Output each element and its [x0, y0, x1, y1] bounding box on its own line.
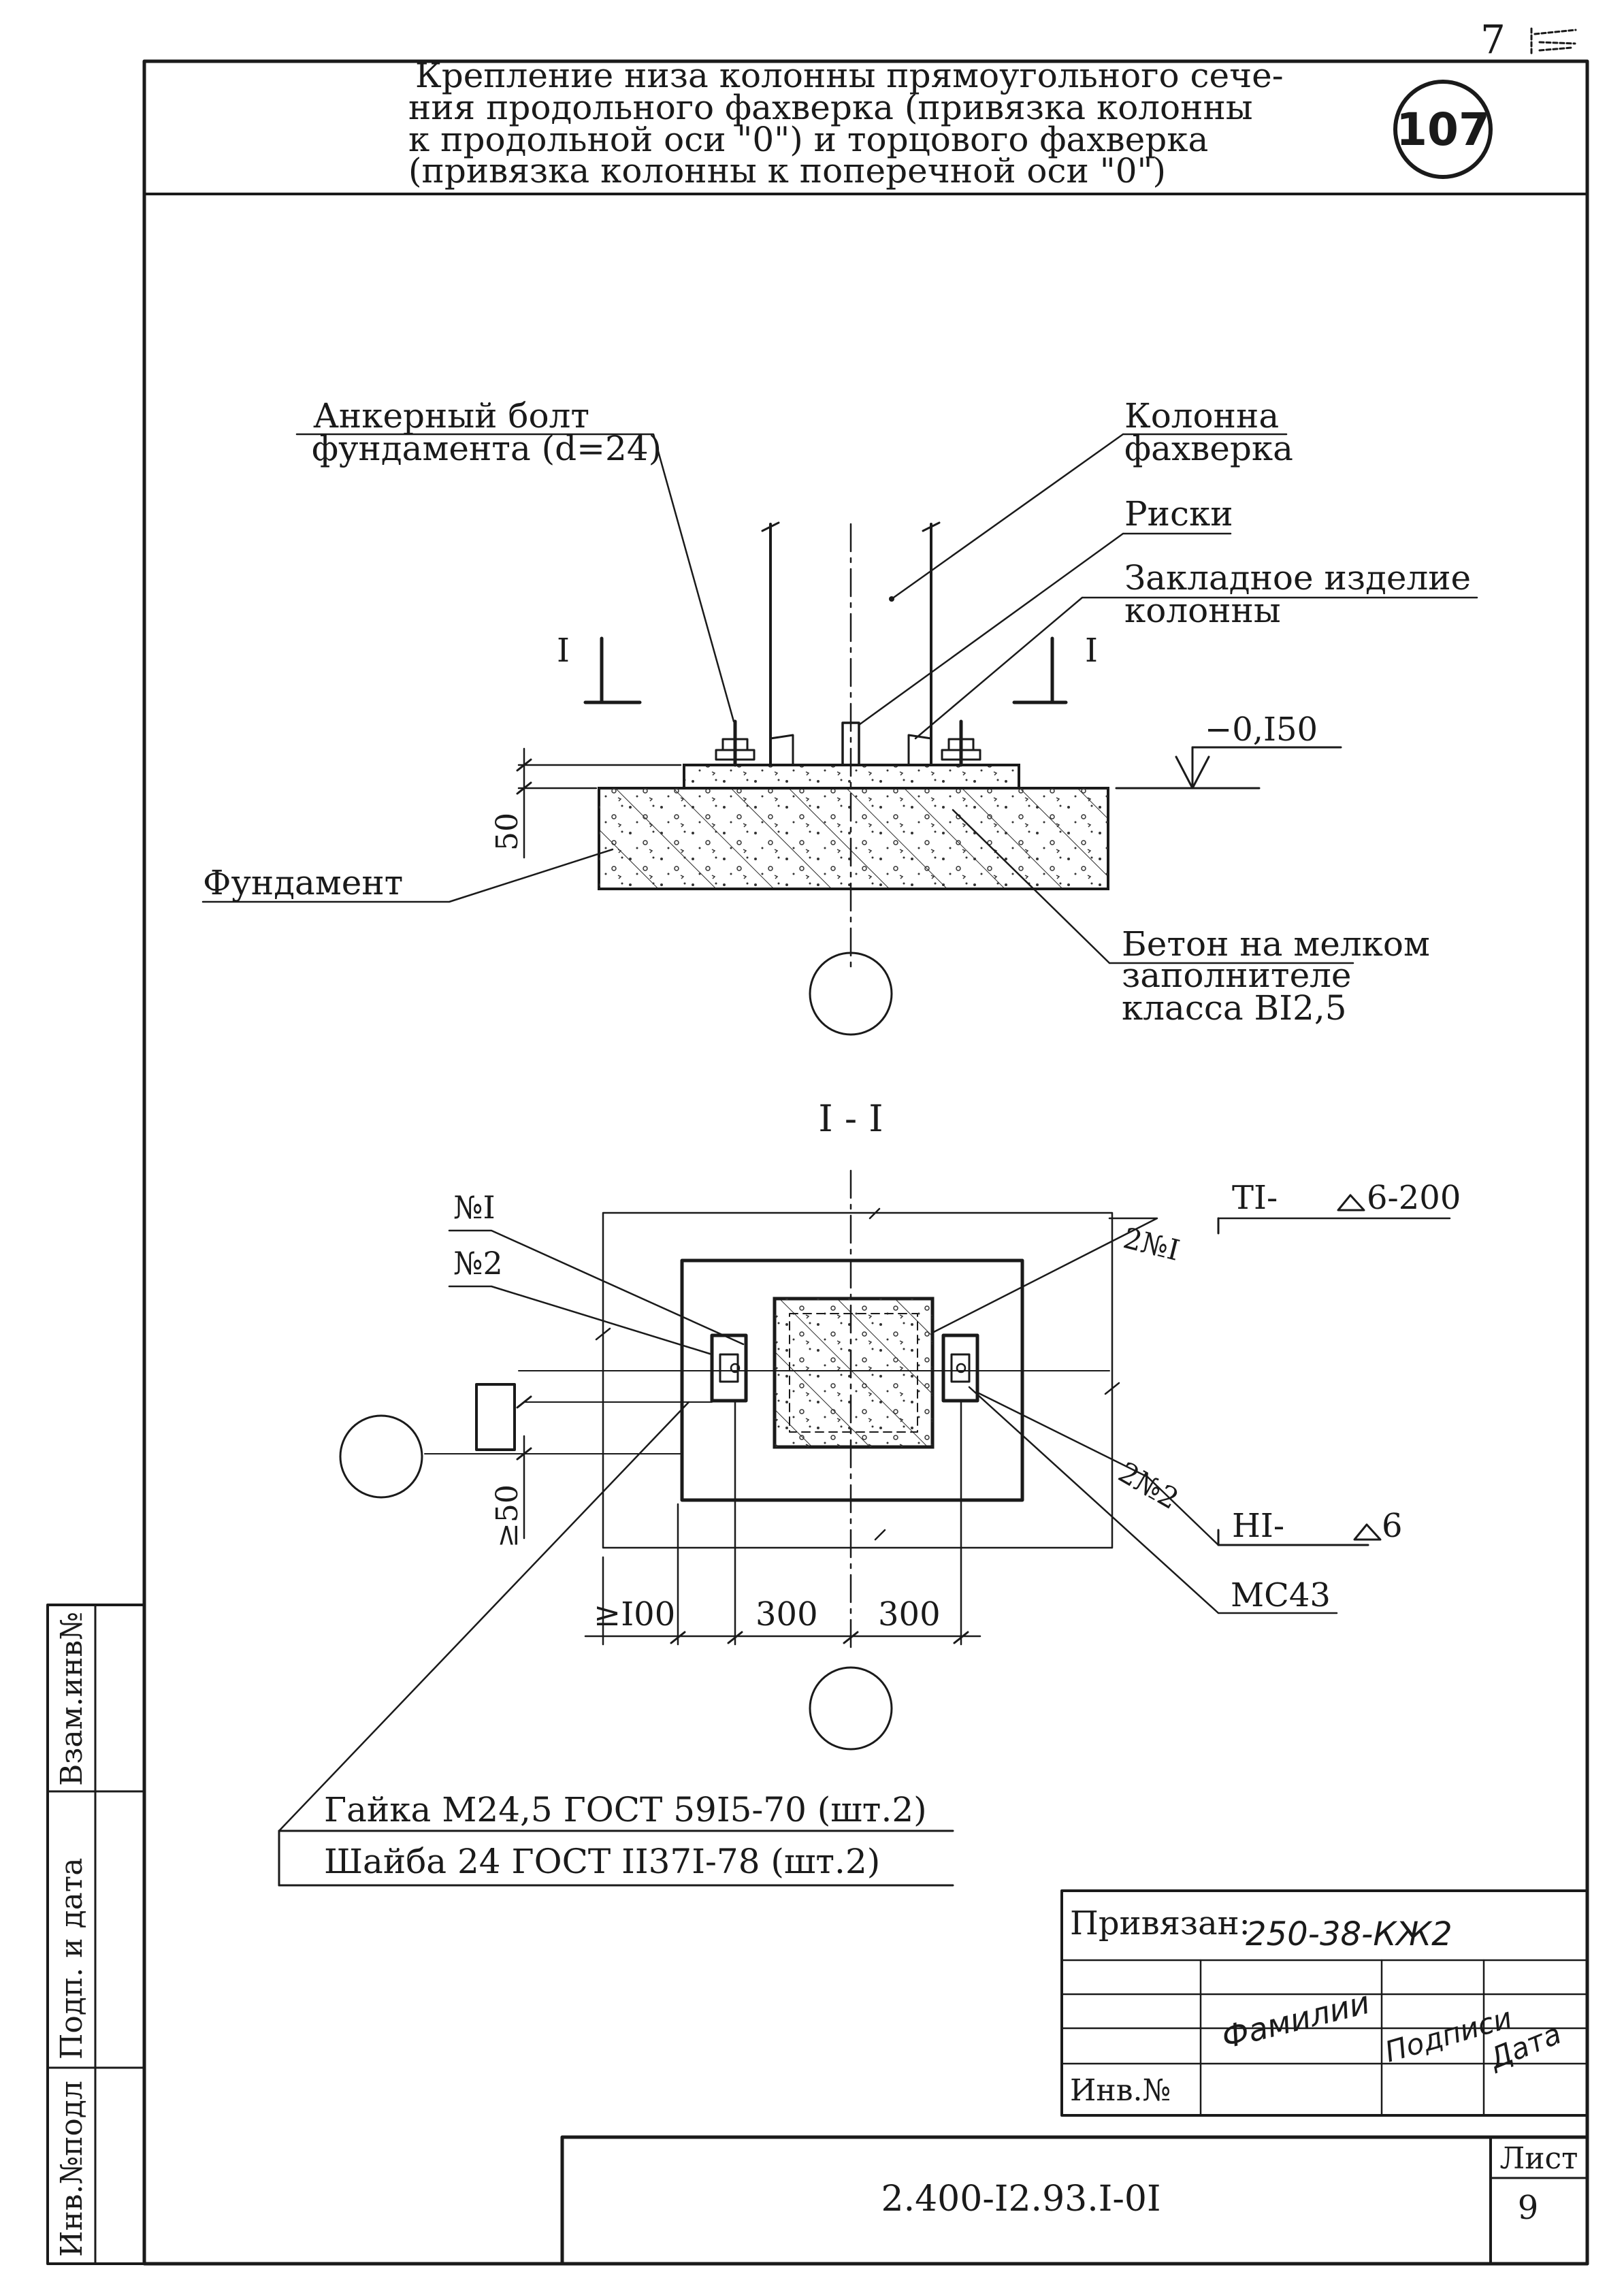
- embedded-label-2: колонны: [1124, 591, 1281, 630]
- embedded-label-1: Закладное изделие: [1124, 558, 1471, 598]
- weld-bottom-label: HI-: [1232, 1507, 1284, 1545]
- section-mark-right: I: [1012, 632, 1098, 704]
- fastener-note: Гайка М24,5 ГОСТ 59I5-70 (шт.2) Шайба 24…: [278, 1790, 954, 1887]
- section-mark-left: I: [557, 632, 642, 704]
- part-2-label: №2: [453, 1245, 503, 1282]
- elevation-view: I I −0,I50 50: [201, 396, 1478, 1036]
- concrete-label-2: заполнителе: [1122, 956, 1352, 995]
- concrete-label-1: Бетон на мелком: [1122, 924, 1430, 964]
- title-line-2: ния продольного фахверка (привязка колон…: [408, 88, 1253, 127]
- grout-dimension: 50: [490, 747, 682, 859]
- part-1-label: №I: [453, 1189, 496, 1226]
- doc-code: 2.400-I2.93.I-0I: [881, 2179, 1160, 2219]
- binding-table: Привязан: 250-38-КЖ2 Фамилии Подписи Дат…: [1060, 1889, 1589, 2117]
- dim-300-left: 300: [756, 1595, 818, 1633]
- dim-300-right: 300: [878, 1595, 941, 1633]
- anchor-bolt-left: [715, 719, 756, 767]
- anchor-bolt-right: [941, 719, 981, 767]
- sheet-badge-number: 107: [1396, 103, 1490, 156]
- header-title: Крепление низа колонны прямоугольного се…: [408, 56, 1284, 191]
- side-stamp-cell-1: Инв.№подл: [54, 2081, 89, 2257]
- base-plate: [680, 1258, 1024, 1502]
- anchor-bolt-label-1: Анкерный болт: [313, 396, 589, 436]
- level-value: −0,I50: [1205, 711, 1318, 749]
- marks-label: Риски: [1124, 494, 1233, 534]
- sheet-number: 9: [1518, 2189, 1539, 2227]
- title-line-3: к продольной оси "0") и торцового фахвер…: [408, 120, 1208, 159]
- sheet-label: Лист: [1499, 2141, 1578, 2176]
- dim-min-left: ≥I00: [594, 1595, 675, 1633]
- dim-min-bottom: ≥50: [490, 1484, 525, 1548]
- electrode-label: МС43: [1231, 1576, 1331, 1614]
- two-part-1-label: 2№I: [1120, 1221, 1183, 1267]
- column-label-1: Колонна: [1124, 396, 1279, 436]
- binding-label: Привязан:: [1070, 1904, 1250, 1942]
- side-stamp-cell-2: Подп. и дата: [54, 1858, 89, 2060]
- washer-note: Шайба 24 ГОСТ II37I-78 (шт.2): [324, 1842, 880, 1881]
- washer-right: [941, 1333, 979, 1403]
- corner-number: 7: [1480, 16, 1506, 63]
- section-mark-left-label: I: [557, 632, 570, 670]
- axis-bubble-top: [809, 952, 893, 1036]
- nut-note: Гайка М24,5 ГОСТ 59I5-70 (шт.2): [324, 1790, 927, 1829]
- title-block: 2.400-I2.93.I-0I Лист 9: [560, 2135, 1589, 2266]
- binding-code: 250-38-КЖ2: [1246, 1915, 1452, 1953]
- concrete-label-3: класса BI2,5: [1122, 988, 1347, 1028]
- title-line-1: Крепление низа колонны прямоугольного се…: [415, 56, 1284, 95]
- washer-left: [710, 1333, 748, 1403]
- anchor-bolt-label-2: фундамента (d=24): [312, 429, 662, 468]
- grout-dimension-label: 50: [490, 813, 525, 851]
- weld-bottom-size: 6: [1382, 1507, 1403, 1545]
- level-mark: −0,I50: [1115, 711, 1342, 790]
- two-part-2-label: 2№2: [1113, 1455, 1184, 1516]
- section-view: I - I ≥50: [278, 1097, 1461, 1887]
- weld-top-label: TI-: [1232, 1179, 1278, 1217]
- column-label-2: фахверка: [1124, 429, 1293, 468]
- title-line-4: (привязка колонны к поперечной оси "0"): [408, 151, 1166, 191]
- weld-top-size: 6-200: [1367, 1179, 1461, 1217]
- side-stamp: Инв.№подл Подп. и дата Взам.инв№: [46, 1604, 146, 2265]
- inv-label: Инв.№: [1070, 2073, 1171, 2108]
- section-title: I - I: [818, 1097, 883, 1140]
- axis-bubble-bottom: [809, 1666, 893, 1751]
- sheet-badge: 107: [1393, 80, 1493, 179]
- side-stamp-cell-3: Взам.инв№: [54, 1612, 89, 1786]
- foundation-label: Фундамент: [203, 863, 403, 902]
- section-mark-right-label: I: [1085, 632, 1098, 670]
- corner-scribble: [1530, 27, 1577, 57]
- axis-bubble-left: [339, 1414, 423, 1499]
